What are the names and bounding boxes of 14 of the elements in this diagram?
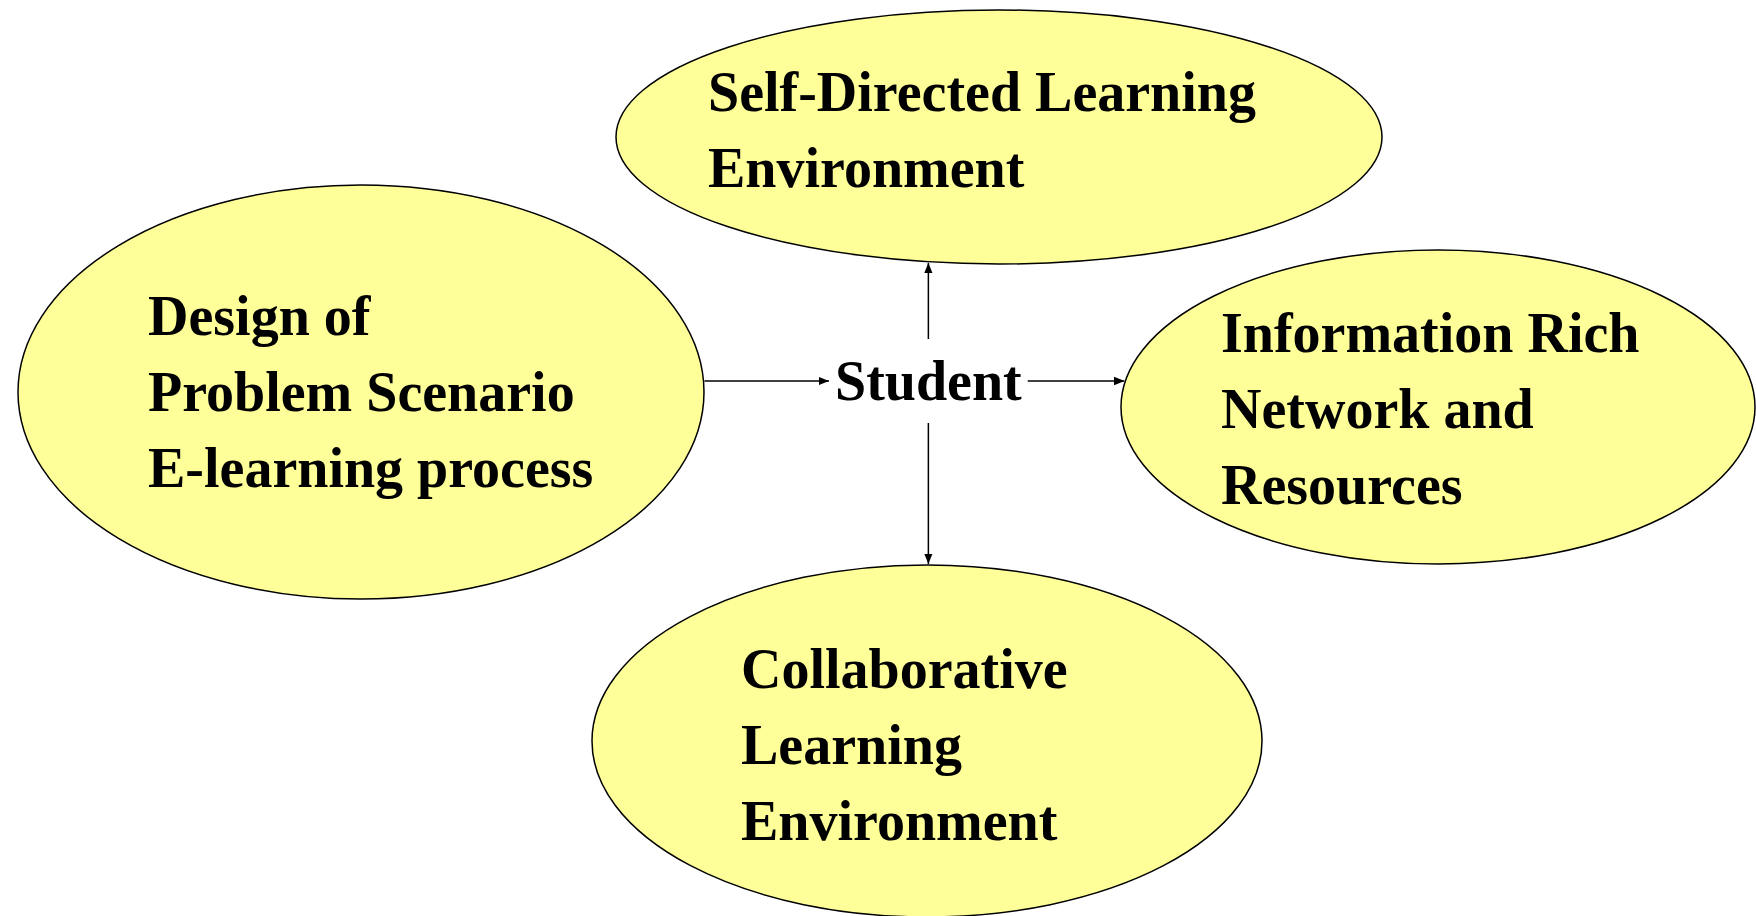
node-label: Student [835,349,1022,414]
arrow [924,422,933,565]
node-label: Collaborative Learning Environment [741,637,1069,854]
ellipse-node [17,184,705,600]
arrow [703,376,830,386]
node-label: Design of [148,284,372,349]
node-label: Problem Scenario [148,360,576,425]
node-label: E-learning process [148,436,595,501]
arrow [924,262,933,340]
node-label: Self-Directed Learning Environment [708,60,1257,201]
ellipse-node [1120,249,1756,565]
arrow [1027,376,1126,386]
ellipse-node [615,9,1383,265]
node-label: Information Rich Network and Resources [1221,301,1641,518]
